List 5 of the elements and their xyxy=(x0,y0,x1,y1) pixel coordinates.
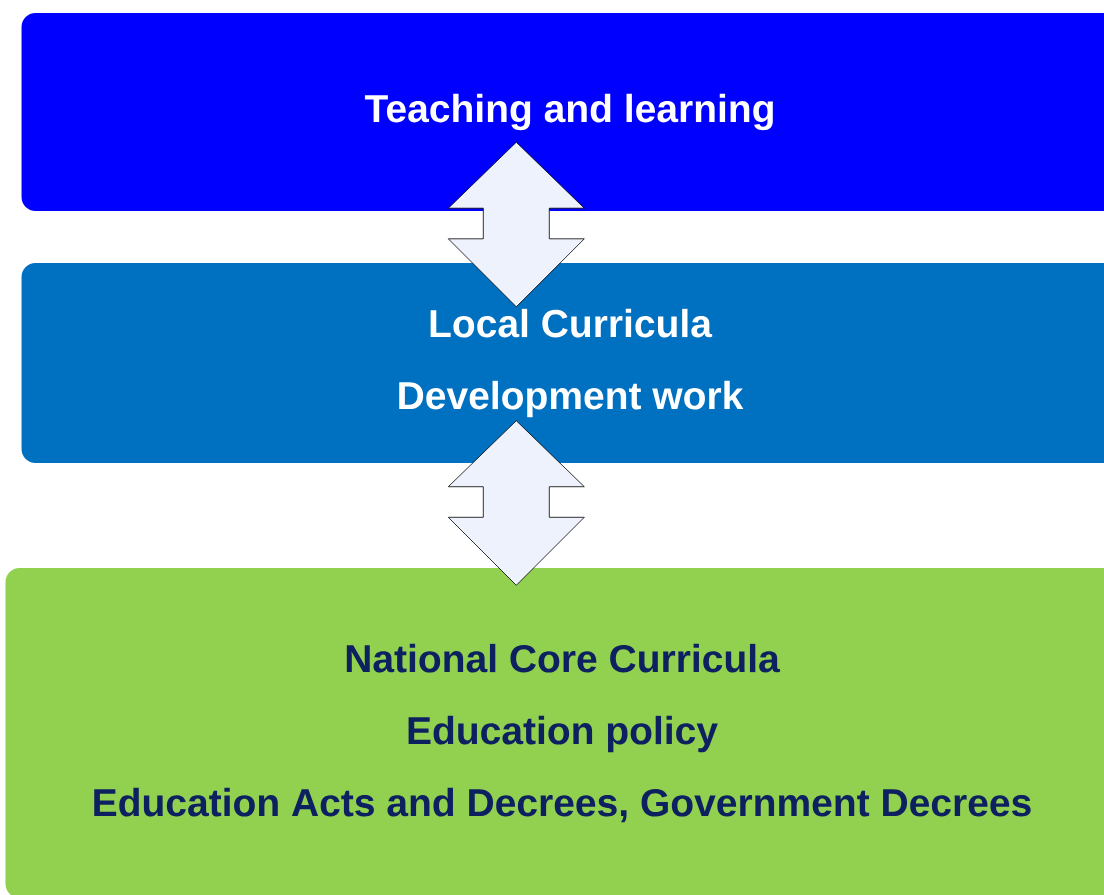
double-arrow xyxy=(447,141,585,308)
text-box: Local Curricula Development work xyxy=(21,263,1104,463)
double-arrow xyxy=(447,420,585,586)
text-box: National Core Curricula Education policy Education Acts and Decrees, Government Decrees xyxy=(5,568,1104,895)
text-box: Teaching and learning xyxy=(21,13,1104,211)
